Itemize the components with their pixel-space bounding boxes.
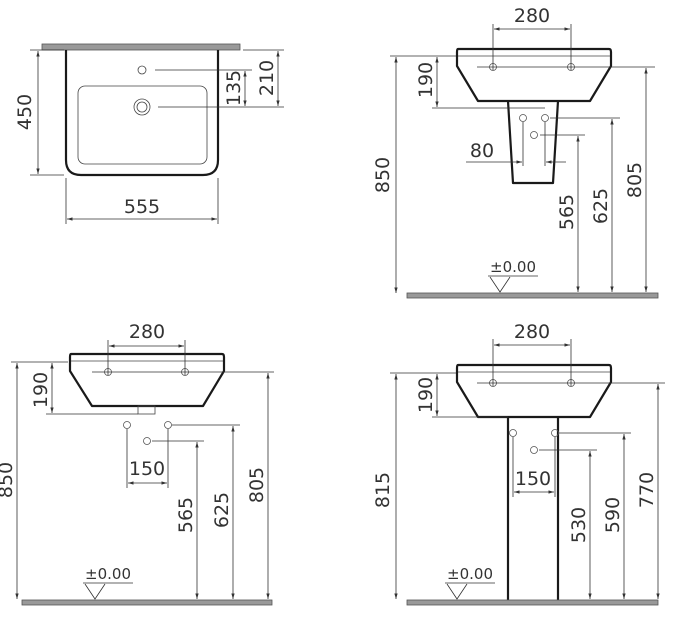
top-view: 450 555 135 210 — [14, 43, 284, 224]
tap-hole-icon — [137, 65, 147, 75]
floor-level-label: ±0.00 — [447, 565, 493, 583]
tap-height-label: 805 — [246, 467, 268, 503]
wall-to-drain-label: 210 — [256, 60, 278, 96]
tap-to-drain-label: 135 — [223, 70, 245, 106]
bowl-outline — [77, 85, 208, 165]
countertop — [41, 43, 241, 51]
full-pedestal-view: 280 815 190 150 530 590 770 ±0.00 — [372, 321, 665, 606]
total-height-label: 850 — [372, 157, 394, 193]
level-marker-icon — [84, 583, 106, 600]
tap-height-label: 805 — [624, 162, 646, 198]
full-pedestal — [506, 417, 560, 600]
floor-level-label: ±0.00 — [490, 258, 536, 276]
basin-height-label: 190 — [30, 372, 52, 408]
supply-height-label: 625 — [590, 188, 612, 224]
waste-height-label: 565 — [556, 194, 578, 230]
waste-spacing-label: 80 — [470, 140, 494, 162]
basin-front — [455, 47, 613, 103]
tap-height-label: 770 — [636, 472, 658, 508]
trap — [137, 405, 156, 415]
supply-spacing-label: 150 — [129, 458, 165, 480]
tap-spacing-label: 280 — [514, 5, 550, 27]
drain-icon — [133, 98, 151, 116]
basin-height-label: 190 — [415, 377, 437, 413]
tap-spacing-label: 280 — [514, 321, 550, 343]
basin-front — [455, 363, 613, 419]
width-label: 555 — [124, 196, 160, 218]
floor — [406, 599, 659, 606]
half-pedestal-view: 280 850 190 80 565 625 805 ±0.00 — [372, 5, 659, 299]
floor — [406, 292, 659, 299]
supply-height-label: 625 — [211, 492, 233, 528]
level-marker-icon — [489, 276, 511, 293]
floor-level-label: ±0.00 — [85, 565, 131, 583]
floor — [21, 599, 273, 606]
basin-front — [68, 352, 226, 408]
total-height-label: 815 — [372, 472, 394, 508]
total-height-label: 850 — [0, 462, 17, 498]
waste-height-label: 565 — [175, 497, 197, 533]
waste-height-label: 530 — [568, 507, 590, 543]
level-marker-icon — [446, 583, 468, 600]
tap-spacing-label: 280 — [129, 321, 165, 343]
supply-height-label: 590 — [602, 497, 624, 533]
half-pedestal — [506, 100, 560, 185]
supply-spacing-label: 150 — [515, 468, 551, 490]
wall-hung-view: 280 850 190 150 565 625 805 ±0.00 — [0, 321, 274, 606]
depth-label: 450 — [14, 94, 36, 130]
basin-height-label: 190 — [415, 62, 437, 98]
basin-outline — [64, 50, 220, 177]
